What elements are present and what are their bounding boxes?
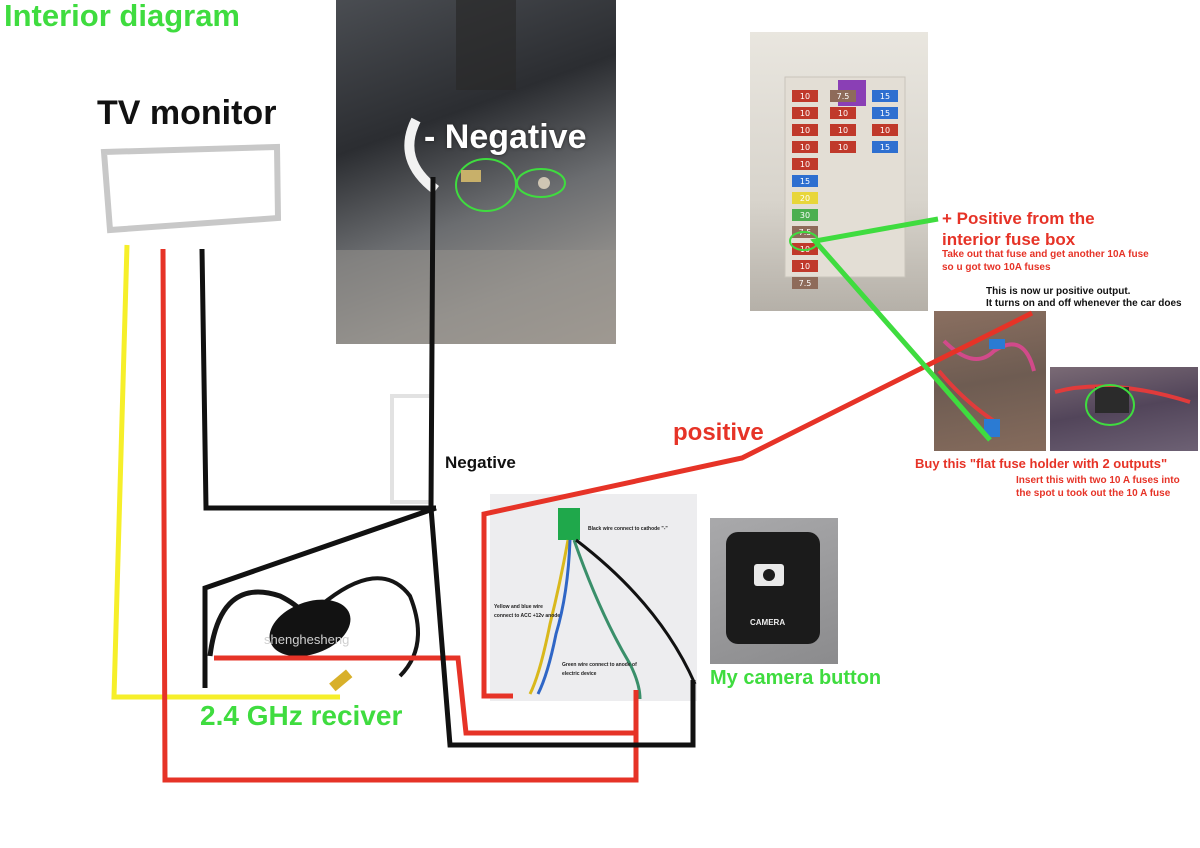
fuse-box-label-line-2: interior fuse box <box>942 230 1076 249</box>
fuse <box>792 158 818 170</box>
fuse <box>830 90 856 102</box>
black-ground-wire-3 <box>202 505 437 688</box>
fuse-holder-insert-note-2: the spot u took out the 10 A fuse <box>1016 488 1171 499</box>
yellow-blue-wire-note-2: connect to ACC +12v anode <box>494 613 561 619</box>
fuse-label: 15 <box>800 177 810 186</box>
fuse-label: 15 <box>880 92 890 101</box>
fuse-label: 10 <box>800 160 810 169</box>
fuse-holder-insert-note-1: Insert this with two 10 A fuses into <box>1016 475 1180 486</box>
negative-ground-photo <box>336 0 616 344</box>
fuse <box>792 209 818 221</box>
camera-button-text: CAMERA <box>750 618 786 627</box>
receiver-photo: shenghesheng <box>200 536 436 706</box>
fuse-label: 7.5 <box>799 279 812 288</box>
fuse <box>872 90 898 102</box>
fuse <box>792 277 818 289</box>
black-ground-wire-2 <box>428 176 696 748</box>
fuse-label: 20 <box>800 194 810 203</box>
positive-output-note-1: This is now ur positive output. <box>986 286 1131 297</box>
fuse <box>792 90 818 102</box>
ground-photo-detail <box>336 0 616 344</box>
green-fuse-wire <box>810 216 992 442</box>
fuse-label: 10 <box>800 262 810 271</box>
fuse <box>830 124 856 136</box>
negative-label: Negative <box>445 453 516 472</box>
receiver-label: 2.4 GHz reciver <box>200 700 403 731</box>
fuse-label: 10 <box>838 143 848 152</box>
fuse-holder-buy-label: Buy this "flat fuse holder with 2 output… <box>915 456 1168 471</box>
fuse-label: 10 <box>880 126 890 135</box>
fuse-label: 15 <box>880 143 890 152</box>
red-power-wire-2 <box>214 655 636 736</box>
fuse-label: 10 <box>800 109 810 118</box>
fuse-box-label-line-1: + Positive from the <box>942 209 1095 228</box>
fuse-label: 10 <box>800 143 810 152</box>
fuse <box>792 175 818 187</box>
positive-output-note-2: It turns on and off whenever the car doe… <box>986 298 1182 309</box>
fuse-label: 10 <box>800 92 810 101</box>
fuse-label: 7.5 <box>837 92 850 101</box>
black-wire-note: Black wire connect to cathode "-" <box>588 526 668 532</box>
fuse-box-note-2: so u got two 10A fuses <box>942 262 1051 273</box>
fuse <box>792 124 818 136</box>
harness-wiring-photo: Black wire connect to cathode "-" Yellow… <box>490 494 697 701</box>
fuse-box-detail: 10101010101520307.510107.57.510101015151… <box>784 76 906 289</box>
fuse <box>792 192 818 204</box>
green-wire-note-2: electric device <box>562 671 597 677</box>
fuse <box>872 141 898 153</box>
tv-monitor-outline <box>100 143 282 234</box>
fuse-label: 10 <box>838 126 848 135</box>
fuse-label: 10 <box>838 109 848 118</box>
fuse <box>872 107 898 119</box>
fuse <box>792 260 818 272</box>
fuse <box>792 141 818 153</box>
fuse <box>872 124 898 136</box>
fuse <box>792 107 818 119</box>
fuse-label: 30 <box>800 211 810 220</box>
red-positive-wire <box>481 310 1034 699</box>
camera-button-photo: CAMERA <box>710 518 838 664</box>
receiver-watermark: shenghesheng <box>264 632 350 647</box>
positive-label: positive <box>673 419 764 446</box>
fuse-label: 15 <box>880 109 890 118</box>
fuse-label: 10 <box>800 126 810 135</box>
fuse <box>830 107 856 119</box>
fuse-box-note-1: Take out that fuse and get another 10A f… <box>942 249 1149 260</box>
black-ground-wire-1 <box>199 248 436 511</box>
fuse-holder-photo-2 <box>1050 367 1198 451</box>
diagram-title: Interior diagram <box>4 0 240 33</box>
fuse <box>830 141 856 153</box>
yellow-blue-wire-note-1: Yellow and blue wire <box>494 604 543 610</box>
tv-monitor-label: TV monitor <box>97 94 277 132</box>
camera-button-label: My camera button <box>710 667 882 689</box>
yellow-video-wire <box>111 244 340 700</box>
negative-photo-label: - Negative <box>424 118 587 156</box>
green-wire-note-1: Green wire connect to anode of <box>562 662 637 668</box>
